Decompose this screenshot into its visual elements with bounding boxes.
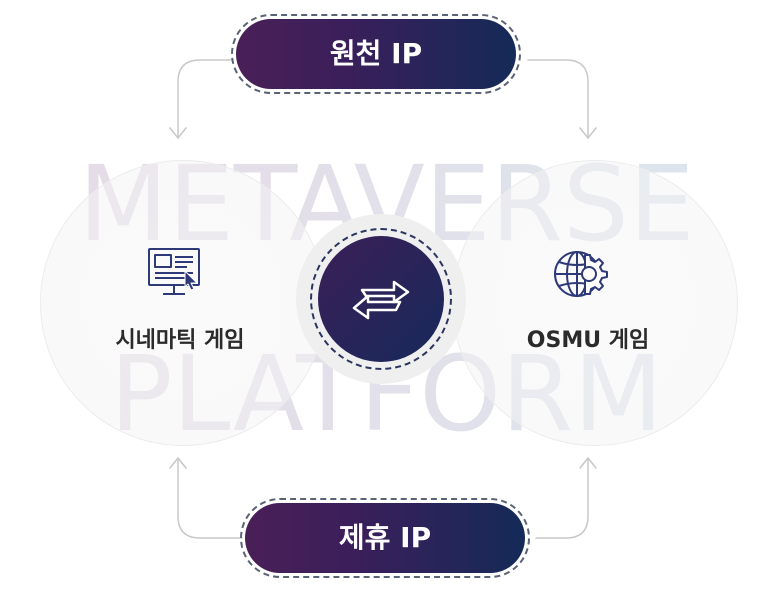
partner-ip-label: 제휴 IP bbox=[245, 503, 525, 573]
arrowhead-bottom-left bbox=[169, 457, 187, 469]
source-ip-pill: 원천 IP bbox=[231, 14, 521, 94]
arrowhead-top-left bbox=[169, 127, 187, 139]
arrowhead-bottom-right bbox=[579, 457, 597, 469]
partner-ip-pill: 제휴 IP bbox=[240, 498, 530, 578]
computer-monitor-icon bbox=[148, 248, 200, 295]
osmu-game-label: OSMU 게임 bbox=[526, 328, 650, 353]
connector-bottom-left bbox=[177, 457, 243, 539]
arrowhead-top-right bbox=[579, 127, 597, 139]
connector-top-left bbox=[177, 59, 233, 139]
osmu-circle bbox=[452, 160, 738, 446]
connector-top-right bbox=[527, 59, 589, 139]
source-ip-label: 원천 IP bbox=[236, 19, 516, 89]
connector-bottom-right bbox=[535, 457, 589, 539]
cinematic-circle bbox=[40, 160, 326, 446]
globe-gear-icon bbox=[554, 251, 608, 297]
exchange-arrows-icon bbox=[352, 280, 410, 320]
hub-circle bbox=[318, 236, 444, 362]
hub-dashed-ring bbox=[310, 228, 452, 370]
cinematic-game-label: 시네마틱 게임 bbox=[115, 328, 245, 353]
